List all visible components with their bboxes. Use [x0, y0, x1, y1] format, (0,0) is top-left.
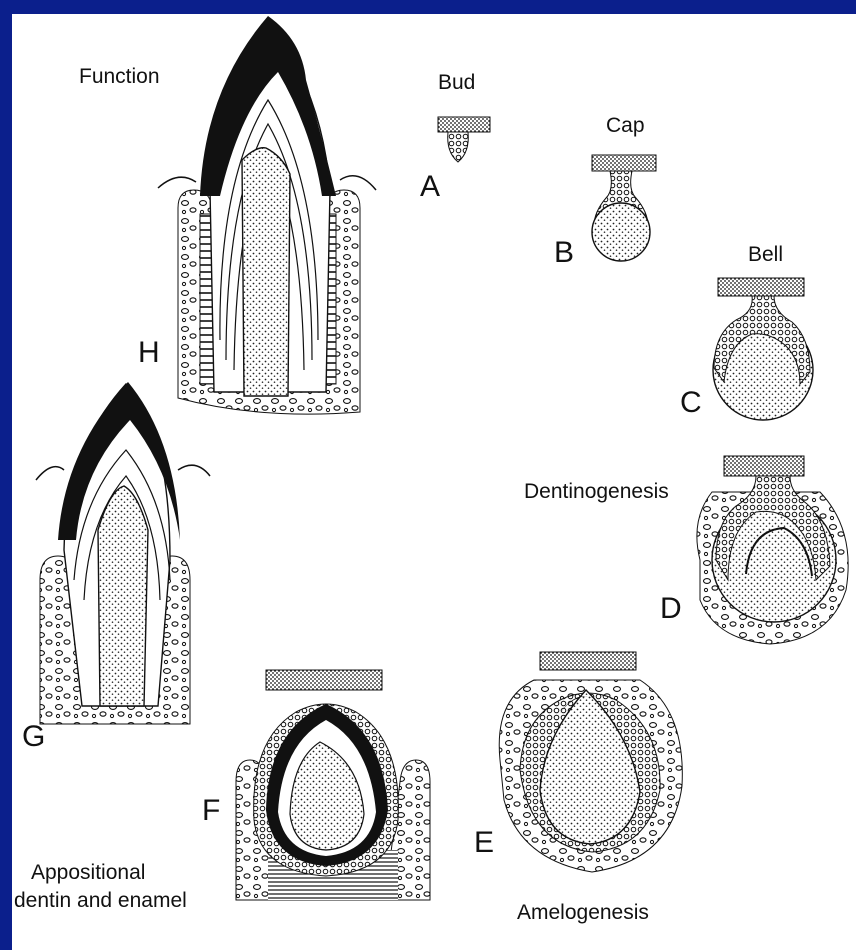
- stage-e-letter: E: [474, 828, 494, 858]
- stage-f-appositional-drawing: [236, 670, 430, 900]
- stage-a-bud-drawing: [438, 117, 490, 162]
- stage-d-letter: D: [660, 594, 682, 624]
- stage-b-label: Cap: [606, 115, 645, 136]
- stage-d-dentinogenesis-drawing: [697, 456, 848, 644]
- stage-g-eruption-drawing: [36, 382, 210, 724]
- stage-h-function-drawing: [158, 16, 376, 414]
- stage-b-cap-drawing: [592, 155, 656, 261]
- stage-f-label-line1: Appositional: [31, 862, 145, 883]
- stage-f-letter: F: [202, 796, 220, 826]
- stage-b-letter: B: [554, 238, 574, 268]
- stage-e-label: Amelogenesis: [517, 902, 649, 923]
- stage-g-letter: G: [22, 722, 45, 752]
- stage-h-letter: H: [138, 338, 160, 368]
- stage-e-amelogenesis-drawing: [499, 652, 682, 872]
- stage-h-label: Function: [79, 66, 160, 87]
- stage-c-bell-drawing: [713, 278, 813, 420]
- stage-d-label: Dentinogenesis: [524, 481, 669, 502]
- stage-f-label-line2: dentin and enamel: [14, 890, 187, 911]
- stage-c-label: Bell: [748, 244, 783, 265]
- stage-a-label: Bud: [438, 72, 475, 93]
- stage-a-letter: A: [420, 172, 440, 202]
- stage-c-letter: C: [680, 388, 702, 418]
